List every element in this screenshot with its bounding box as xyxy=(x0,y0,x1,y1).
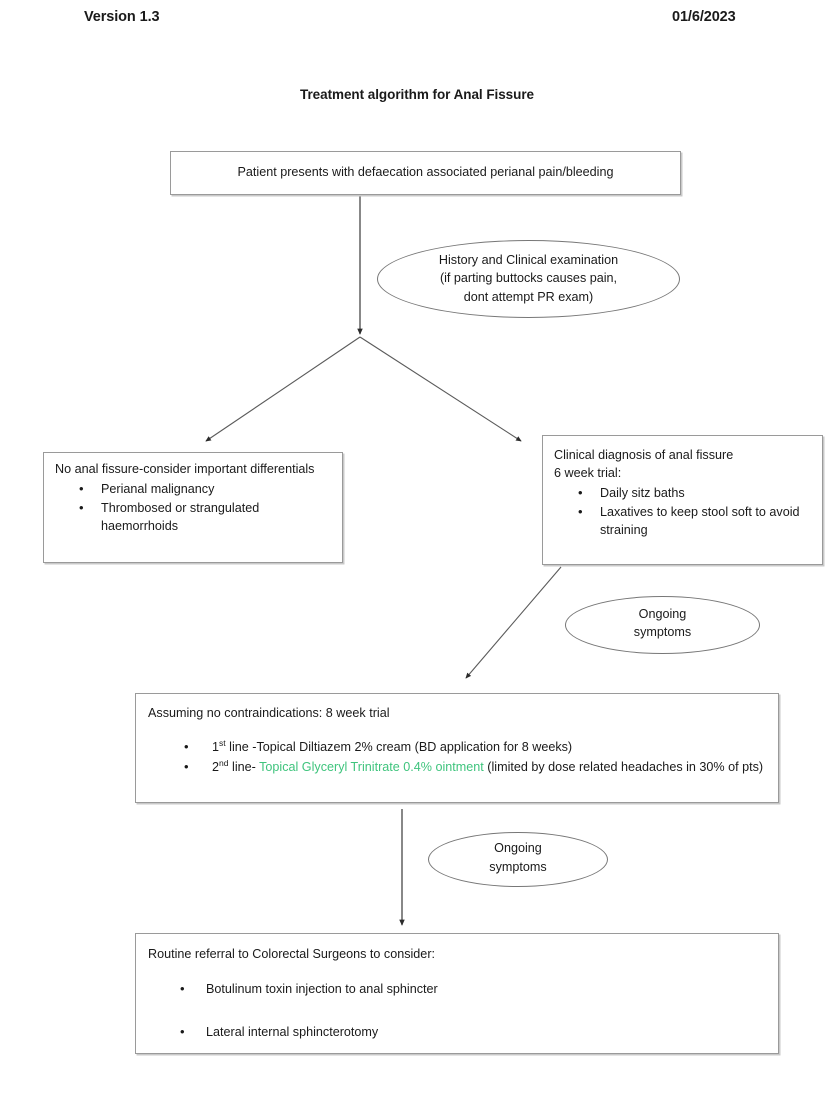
list-item: Perianal malignancy xyxy=(79,480,332,499)
list-item: Lateral internal sphincterotomy xyxy=(180,1023,768,1042)
node-colorectal-referral: Routine referral to Colorectal Surgeons … xyxy=(135,933,779,1054)
list-item: Daily sitz baths xyxy=(578,484,812,503)
second-line-text-after: (limited by dose related headaches in 30… xyxy=(483,759,764,774)
arrow-clinical-dx-to-eight-week xyxy=(465,566,562,679)
clinical-dx-lead-1: Clinical diagnosis of anal fissure xyxy=(554,448,734,462)
eight-week-bullet-list: 1st line -Topical Diltiazem 2% cream (BD… xyxy=(148,737,768,777)
arrow-fork-to-no-fissure xyxy=(205,336,361,442)
history-line-1: History and Clinical examination xyxy=(438,253,619,268)
node-eight-week-trial: Assuming no contraindications: 8 week tr… xyxy=(135,693,779,803)
arrow-fork-to-clinical-dx xyxy=(359,336,522,442)
second-line-highlight: Topical Glyceryl Trinitrate 0.4% ointmen… xyxy=(259,759,484,774)
node-ongoing-symptoms-2: Ongoing symptoms xyxy=(428,832,608,887)
node-clinical-diagnosis: Clinical diagnosis of anal fissure 6 wee… xyxy=(542,435,823,565)
node-ongoing-symptoms-1: Ongoing symptoms xyxy=(565,596,760,654)
history-line-2: (if parting buttocks causes pain, xyxy=(439,271,618,286)
history-line-3: dont attempt PR exam) xyxy=(463,289,594,304)
no-fissure-bullet-list: Perianal malignancy Thrombosed or strang… xyxy=(55,480,332,536)
node-history-examination: History and Clinical examination (if par… xyxy=(377,240,680,318)
no-fissure-lead: No anal fissure-consider important diffe… xyxy=(55,462,315,476)
first-line-text: line -Topical Diltiazem 2% cream (BD app… xyxy=(225,739,573,754)
eight-week-lead: Assuming no contraindications: 8 week tr… xyxy=(148,706,390,720)
document-version: Version 1.3 xyxy=(84,9,160,25)
node-presentation-text: Patient presents with defaecation associ… xyxy=(237,165,614,180)
ongoing-1-line-2: symptoms xyxy=(633,625,692,639)
clinical-dx-lead-2: 6 week trial: xyxy=(554,465,622,480)
list-item: Laxatives to keep stool soft to avoid st… xyxy=(578,503,812,540)
referral-lead: Routine referral to Colorectal Surgeons … xyxy=(148,947,436,961)
ongoing-1-line-1: Ongoing xyxy=(638,606,687,621)
ordinal-suffix: nd xyxy=(219,757,229,768)
list-item: Botulinum toxin injection to anal sphinc… xyxy=(180,980,768,999)
ordinal-suffix: st xyxy=(219,737,226,748)
node-patient-presentation: Patient presents with defaecation associ… xyxy=(170,151,681,195)
clinical-dx-bullet-list: Daily sitz baths Laxatives to keep stool… xyxy=(554,484,812,540)
page-title: Treatment algorithm for Anal Fissure xyxy=(300,87,534,102)
ordinal-number: 2 xyxy=(212,759,220,774)
ongoing-2-line-2: symptoms xyxy=(489,859,547,874)
list-item: Thrombosed or strangulated haemorrhoids xyxy=(79,499,332,536)
ongoing-2-line-1: Ongoing xyxy=(494,841,542,856)
second-line-text-before: line- xyxy=(228,759,260,774)
list-item-second-line: 2nd line- Topical Glyceryl Trinitrate 0.… xyxy=(184,757,768,777)
ordinal-number: 1 xyxy=(212,739,220,754)
node-no-anal-fissure: No anal fissure-consider important diffe… xyxy=(43,452,343,563)
list-item-first-line: 1st line -Topical Diltiazem 2% cream (BD… xyxy=(184,737,768,757)
referral-bullet-list: Botulinum toxin injection to anal sphinc… xyxy=(148,980,768,1042)
document-date: 01/6/2023 xyxy=(672,9,736,25)
